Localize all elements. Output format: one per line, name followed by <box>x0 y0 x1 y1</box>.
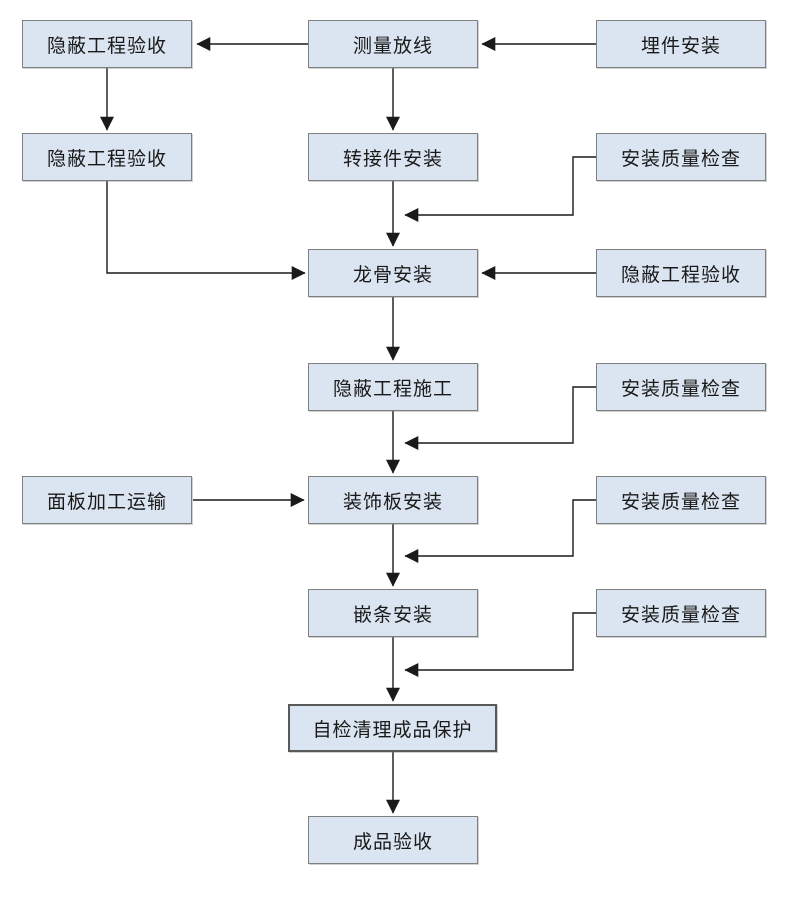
flow-node-embedded-parts-install: 埋件安装 <box>596 20 766 68</box>
flow-node-decorative-panel-install: 装饰板安装 <box>308 476 478 524</box>
flow-node-measure-setout: 测量放线 <box>308 20 478 68</box>
arrow-r6-elbow <box>404 612 596 677</box>
flow-node-keel-install: 龙骨安装 <box>308 249 478 297</box>
arrow-r4-elbow <box>404 386 596 450</box>
flow-node-hidden-work-construction: 隐蔽工程施工 <box>308 363 478 411</box>
flow-node-hidden-work-acceptance-1: 隐蔽工程验收 <box>22 20 192 68</box>
flow-node-hidden-work-acceptance-3: 隐蔽工程验收 <box>596 249 766 297</box>
flow-node-panel-processing-transport: 面板加工运输 <box>22 476 192 524</box>
arrow-r5-elbow <box>404 499 596 563</box>
arrow-l2-elbow-to-c3 <box>106 181 306 280</box>
arrow-r2-elbow <box>404 156 596 222</box>
flow-node-quality-check-1: 安装质量检查 <box>596 133 766 181</box>
flow-node-self-check-cleanup-protection: 自检清理成品保护 <box>288 704 497 752</box>
flow-node-hidden-work-acceptance-2: 隐蔽工程验收 <box>22 133 192 181</box>
flow-node-quality-check-2: 安装质量检查 <box>596 363 766 411</box>
flow-node-inlay-strip-install: 嵌条安装 <box>308 589 478 637</box>
flow-node-finished-product-acceptance: 成品验收 <box>308 816 478 864</box>
flow-node-quality-check-3: 安装质量检查 <box>596 476 766 524</box>
flow-node-adapter-install: 转接件安装 <box>308 133 478 181</box>
flow-node-quality-check-4: 安装质量检查 <box>596 589 766 637</box>
